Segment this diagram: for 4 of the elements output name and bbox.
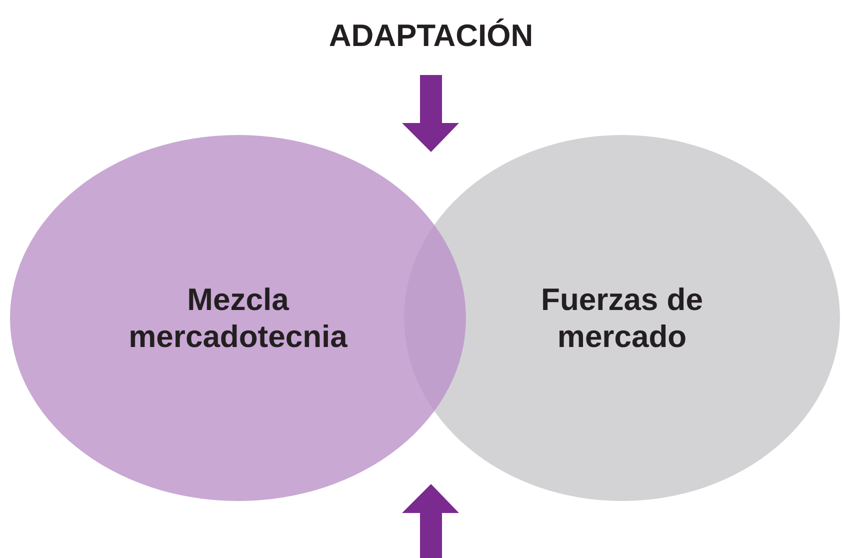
circle-label: Fuerzas de mercado [540,280,704,356]
title-text: ADAPTACIÓN [328,17,534,55]
circle-label: Mezcla mercadotecnia [128,280,348,356]
arrow [402,75,459,152]
